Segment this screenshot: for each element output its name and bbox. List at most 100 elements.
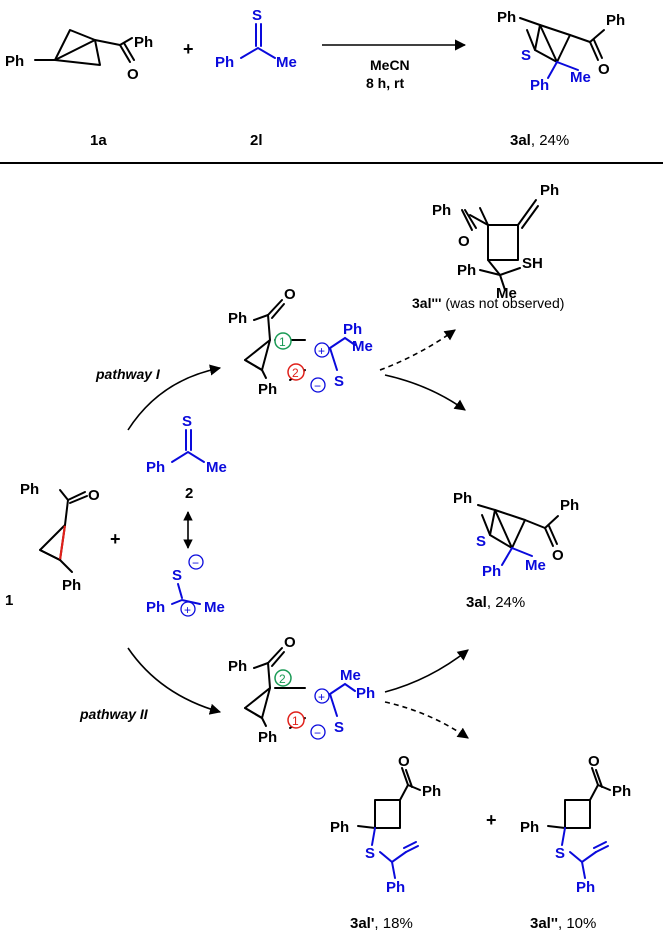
ph-label: Ph — [258, 381, 277, 398]
zwitterion-structure: S − + Ph Me — [146, 554, 225, 617]
anion-charge — [310, 377, 326, 393]
sulfur-label: S — [182, 413, 192, 430]
oxygen-label: O — [552, 547, 564, 564]
minus-charge: − — [314, 379, 321, 393]
ph-label: Ph — [422, 783, 441, 800]
me-label: Me — [276, 54, 297, 71]
product-3al-structure: Ph Ph O S Ph Me — [497, 9, 625, 94]
ph-label: Ph — [520, 819, 539, 836]
oxygen-label: O — [284, 286, 296, 303]
product-3al-mechanism-yield: , 24% — [487, 594, 525, 611]
product-label-3alp: 3al', 18% — [350, 915, 413, 932]
ph-label: Ph — [356, 685, 375, 702]
anion-charge — [188, 554, 204, 570]
ph-label: Ph — [612, 783, 631, 800]
ph-label: Ph — [20, 481, 39, 498]
oxygen-label: O — [598, 61, 610, 78]
oxygen-label: O — [458, 233, 470, 250]
ph-label: Ph — [134, 34, 153, 51]
step-marker-green — [274, 669, 292, 687]
product-3al-structure-mechanism: Ph Ph O S Ph Me — [453, 490, 579, 580]
me-label: Me — [340, 667, 361, 684]
oxygen-label: O — [588, 753, 600, 770]
pathway-2-label: pathway II — [79, 706, 149, 722]
product-3alp-structure: O Ph Ph S Ph — [330, 753, 441, 896]
dashed-arrow-to-3alppp — [379, 329, 456, 371]
step-marker-red — [287, 711, 305, 729]
ph-label: Ph — [482, 563, 501, 580]
ph-label: Ph — [228, 310, 247, 327]
pathway-1-label: pathway I — [95, 366, 161, 382]
sulfur-label: S — [365, 845, 375, 862]
compound-label-1: 1 — [5, 592, 13, 609]
sh-label: SH — [522, 255, 543, 272]
ph-label: Ph — [432, 202, 451, 219]
solvent-label: MeCN — [370, 57, 410, 73]
plus-charge: + — [184, 603, 191, 617]
sulfur-label: S — [334, 719, 344, 736]
ph-label: Ph — [540, 182, 559, 199]
cation-charge — [180, 601, 196, 617]
oxygen-label: O — [88, 487, 100, 504]
step-marker-green — [274, 332, 292, 350]
sulfur-label: S — [172, 567, 182, 584]
me-label: Me — [206, 459, 227, 476]
ph-label: Ph — [62, 577, 81, 594]
ph-label: Ph — [497, 9, 516, 26]
product-label-3alpp: 3al'', 10% — [530, 915, 596, 932]
product-3alpp-structure: O Ph Ph S Ph — [520, 753, 631, 896]
ph-label: Ph — [386, 879, 405, 896]
cation-charge — [314, 688, 330, 704]
product-3alppp-structure: Ph Ph O SH Ph Me — [432, 182, 559, 302]
me-label: Me — [570, 69, 591, 86]
ph-label: Ph — [530, 77, 549, 94]
plus-sign: + — [110, 529, 121, 549]
intermediate-pathway-1: Ph O Ph 1 2 + Ph Me S − — [228, 286, 373, 398]
oxygen-label: O — [127, 66, 139, 83]
me-label: Me — [525, 557, 546, 574]
product-3al-id: 3al — [510, 132, 531, 149]
minus-charge: − — [192, 556, 199, 570]
ph-label: Ph — [453, 490, 472, 507]
product-label-3alppp: 3al''' (was not observed) — [412, 295, 564, 311]
mechanism: Ph Ph O SH Ph Me 3al''' (was not observe… — [5, 182, 631, 932]
ph-label: Ph — [576, 879, 595, 896]
product-3al-mechanism-id: 3al — [466, 594, 487, 611]
ph-label: Ph — [457, 262, 476, 279]
product-3alp-yield: , 18% — [374, 915, 412, 932]
step-marker-red — [287, 363, 305, 381]
step-number-2: 2 — [279, 672, 286, 686]
me-label: Me — [204, 599, 225, 616]
sulfur-label: S — [252, 7, 262, 24]
top-reaction: Ph Ph O 1a + S Ph Me 2l MeCN 8 h, rt — [5, 7, 625, 149]
plus-sign: + — [486, 810, 497, 830]
ph-label: Ph — [343, 321, 362, 338]
ph-label: Ph — [330, 819, 349, 836]
ph-label: Ph — [146, 599, 165, 616]
product-3al-yield: , 24% — [531, 132, 569, 149]
compound-label-1a: 1a — [90, 132, 107, 149]
arrow-to-3al-from-pathway-1 — [384, 374, 466, 411]
product-3alpp-id: 3al'' — [530, 915, 558, 932]
step-number-1: 1 — [292, 714, 299, 728]
ph-label: Ph — [228, 658, 247, 675]
plus-charge: + — [318, 344, 325, 358]
compound-1a-structure: Ph Ph O — [5, 29, 153, 83]
ph-label: Ph — [258, 729, 277, 746]
plus-charge: + — [318, 690, 325, 704]
product-3alppp-id: 3al''' — [412, 295, 441, 311]
ph-label: Ph — [215, 54, 234, 71]
compound-1-structure: Ph O Ph — [20, 481, 100, 594]
compound-2-structure: S Ph Me — [146, 413, 227, 476]
product-3alppp-note: (was not observed) — [441, 295, 564, 311]
step-number-2: 2 — [292, 366, 299, 380]
pathway-2-arrow — [127, 647, 222, 715]
oxygen-label: O — [284, 634, 296, 651]
sulfur-label: S — [555, 845, 565, 862]
ph-label: Ph — [560, 497, 579, 514]
ph-label: Ph — [146, 459, 165, 476]
intermediate-pathway-2: Ph O Ph 2 1 + Me Ph S − — [228, 634, 375, 746]
product-label-3al: 3al, 24% — [510, 132, 569, 149]
compound-label-2: 2 — [185, 485, 193, 502]
